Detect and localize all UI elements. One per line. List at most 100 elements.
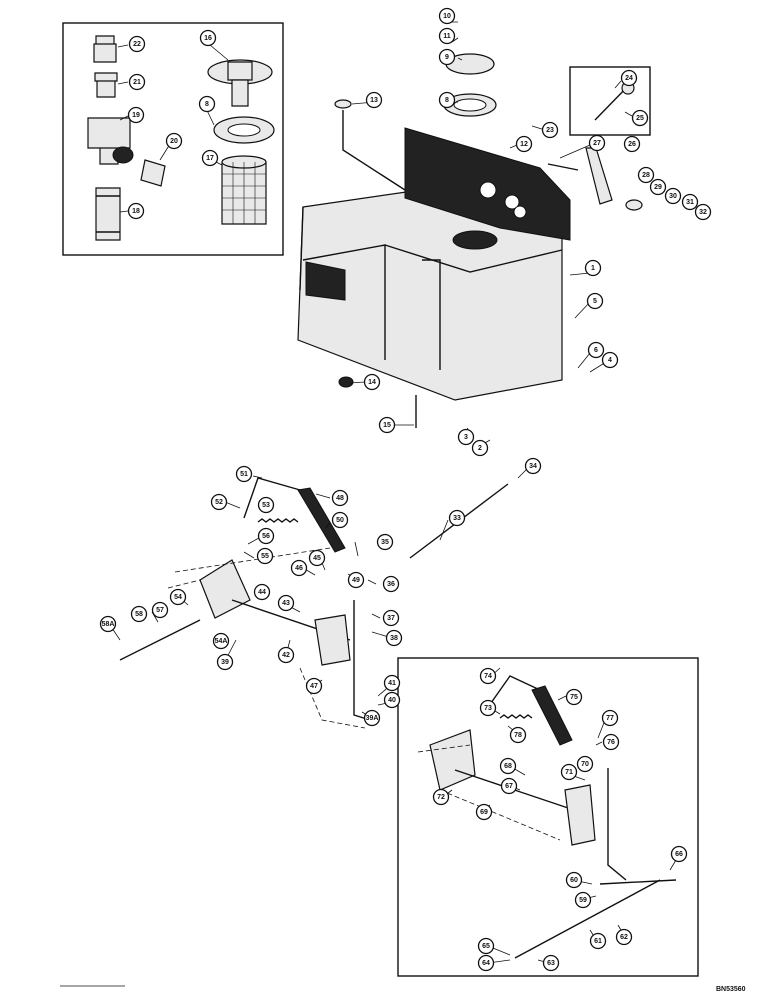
callout-69: 69: [475, 803, 493, 821]
callout-64: 64: [477, 954, 495, 972]
callout-60: 60: [565, 871, 583, 889]
callout-label: 14: [368, 379, 376, 386]
linkage-left: [119, 477, 509, 729]
callout-circle: [128, 35, 146, 53]
callout-57: 57: [151, 601, 169, 619]
callout-label: 44: [258, 589, 266, 596]
callout-label: 30: [669, 193, 677, 200]
callout-label: 68: [504, 763, 512, 770]
callout-20: 20: [165, 132, 183, 150]
callout-29: 29: [649, 178, 667, 196]
callout-label: 49: [352, 577, 360, 584]
callout-circle: [602, 733, 620, 751]
callout-10: 10: [438, 7, 456, 25]
callout-circle: [151, 601, 169, 619]
callout-circle: [457, 428, 475, 446]
callout-39: 39: [216, 653, 234, 671]
callout-label: 72: [437, 794, 445, 801]
callout-label: 11: [443, 33, 451, 40]
callout-label: 73: [484, 705, 492, 712]
callout-8b: 8: [198, 95, 216, 113]
callout-label: 45: [313, 555, 321, 562]
callout-55: 55: [256, 547, 274, 565]
callout-circle: [376, 533, 394, 551]
callout-circle: [308, 549, 326, 567]
callout-14: 14: [363, 373, 381, 391]
callout-37: 37: [382, 609, 400, 627]
callout-circle: [477, 954, 495, 972]
callout-circle: [216, 653, 234, 671]
callout-circle: [235, 465, 253, 483]
callout-62: 62: [615, 928, 633, 946]
callout-53: 53: [257, 496, 275, 514]
callout-label: 2: [478, 445, 482, 452]
callout-label: 77: [606, 715, 614, 722]
callout-label: 78: [514, 732, 522, 739]
callout-circle: [128, 73, 146, 91]
callout-circle: [499, 757, 517, 775]
callout-circle: [586, 292, 604, 310]
callout-circle: [382, 575, 400, 593]
callout-5: 5: [586, 292, 604, 310]
callout-label: 66: [675, 851, 683, 858]
callout-circle: [438, 7, 456, 25]
callout-label: 8: [205, 101, 209, 108]
callout-43: 43: [277, 594, 295, 612]
callout-44: 44: [253, 583, 271, 601]
callout-73: 73: [479, 699, 497, 717]
callout-38: 38: [385, 629, 403, 647]
callout-label: 34: [529, 463, 537, 470]
callout-63: 63: [542, 954, 560, 972]
callout-label: 23: [546, 127, 554, 134]
callout-circle: [432, 788, 450, 806]
callout-circle: [649, 178, 667, 196]
callout-label: 58: [135, 611, 143, 618]
callout-41: 41: [383, 674, 401, 692]
callout-label: 60: [570, 877, 578, 884]
callout-circle: [589, 932, 607, 950]
callout-circle: [277, 646, 295, 664]
callout-label: 13: [370, 97, 378, 104]
callout-label: 35: [381, 539, 389, 546]
callout-9: 9: [438, 48, 456, 66]
callout-label: 4: [608, 357, 612, 364]
callout-label: 28: [642, 172, 650, 179]
callout-65: 65: [477, 937, 495, 955]
callout-32: 32: [694, 203, 712, 221]
callout-label: 6: [594, 347, 598, 354]
callout-label: 15: [383, 422, 391, 429]
callout-8: 8: [438, 91, 456, 109]
callout-circle: [438, 27, 456, 45]
callout-circle: [477, 937, 495, 955]
linkage-inset: [397, 657, 699, 977]
callout-circle: [565, 871, 583, 889]
callout-circle: [509, 726, 527, 744]
callout-label: 39: [221, 659, 229, 666]
callout-19: 19: [127, 106, 145, 124]
callout-circle: [438, 91, 456, 109]
callout-circle: [601, 351, 619, 369]
callout-12: 12: [515, 135, 533, 153]
callout-circle: [382, 609, 400, 627]
callout-47: 47: [305, 677, 323, 695]
callout-label: 18: [132, 208, 140, 215]
callout-circle: [664, 187, 682, 205]
callout-label: 53: [262, 502, 270, 509]
callout-42: 42: [277, 646, 295, 664]
callout-28: 28: [637, 166, 655, 184]
callout-label: 52: [215, 499, 223, 506]
callout-circle: [99, 615, 117, 633]
callout-label: 26: [628, 141, 636, 148]
callout-label: 63: [547, 960, 555, 967]
callout-75: 75: [565, 688, 583, 706]
callout-circle: [383, 674, 401, 692]
callout-68: 68: [499, 757, 517, 775]
callout-circle: [560, 763, 578, 781]
callout-label: 32: [699, 209, 707, 216]
callout-circle: [130, 605, 148, 623]
callout-40: 40: [383, 691, 401, 709]
callout-label: 64: [482, 960, 490, 967]
callout-circle: [212, 632, 230, 650]
callout-label: 47: [310, 683, 318, 690]
